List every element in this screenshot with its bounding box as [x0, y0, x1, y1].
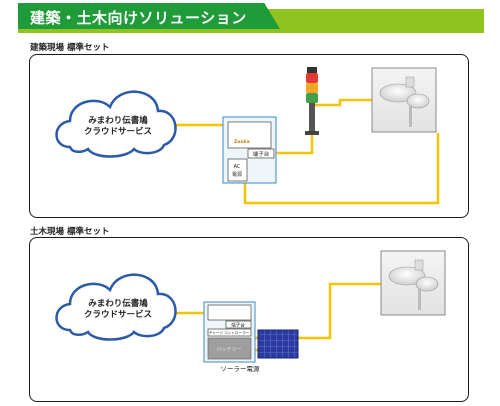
terminal-label: 端子台 — [231, 322, 245, 329]
ac-label-1: AC — [234, 164, 241, 170]
communication-module — [207, 304, 252, 321]
terminal-block — [247, 148, 275, 159]
wire-power-camera — [243, 133, 440, 205]
cloud-icon: みまわり伝書鳩 クラウドサービス — [55, 90, 177, 158]
cloud-icon: みまわり伝書鳩 クラウドサービス — [55, 273, 177, 341]
camera-speaker-photo — [371, 67, 437, 133]
construction-diagram: みまわり伝書鳩 クラウドサービス Zenlia 端子台 AC 電源 — [55, 67, 440, 205]
section2-label: 土木現場 標準セット — [30, 227, 110, 237]
construction-panel: みまわり伝書鳩 クラウドサービス Zenlia 端子台 AC 電源 — [29, 54, 469, 218]
charge-controller — [207, 328, 252, 337]
solar-label: ソーラー電源 — [221, 364, 261, 373]
civil-diagram: みまわり伝書鳩 クラウドサービス 端子台 チャージ コントローラー バッテリー … — [55, 250, 446, 373]
cloud-label-line2: クラウドサービス — [84, 309, 152, 320]
battery — [207, 337, 252, 360]
device-brand: Zenlia — [234, 139, 250, 145]
ac-power-unit — [227, 158, 248, 182]
terminal-label: 端子台 — [253, 150, 270, 158]
ac-label-2: 電源 — [232, 171, 242, 178]
cloud-label-line1: みまわり伝書鳩 — [88, 115, 148, 126]
device-unit: 端子台 チャージ コントローラー バッテリー — [203, 301, 256, 363]
battery-label: バッテリー — [216, 347, 241, 353]
controller-label: チャージ コントローラー — [209, 330, 250, 335]
cloud-label-line2: クラウドサービス — [84, 126, 152, 137]
solar-panel-icon — [257, 329, 299, 359]
header-tab — [18, 3, 280, 29]
section-header: 建築・土木向けソリューション — [0, 0, 500, 34]
device-unit: Zenlia 端子台 AC 電源 — [222, 116, 277, 184]
wire-tower-camera — [312, 98, 372, 107]
terminal-block — [225, 320, 252, 329]
civil-panel: みまわり伝書鳩 クラウドサービス 端子台 チャージ コントローラー バッテリー … — [29, 237, 469, 402]
wire-device-tower — [276, 133, 314, 155]
section1-label: 建築現場 標準セット — [30, 43, 110, 53]
communication-module — [227, 121, 272, 149]
camera-speaker-photo — [380, 250, 446, 316]
cloud-label-line1: みまわり伝書鳩 — [88, 298, 148, 309]
signal-tower-icon — [305, 67, 319, 135]
page-title: 建築・土木向けソリューション — [30, 9, 247, 27]
